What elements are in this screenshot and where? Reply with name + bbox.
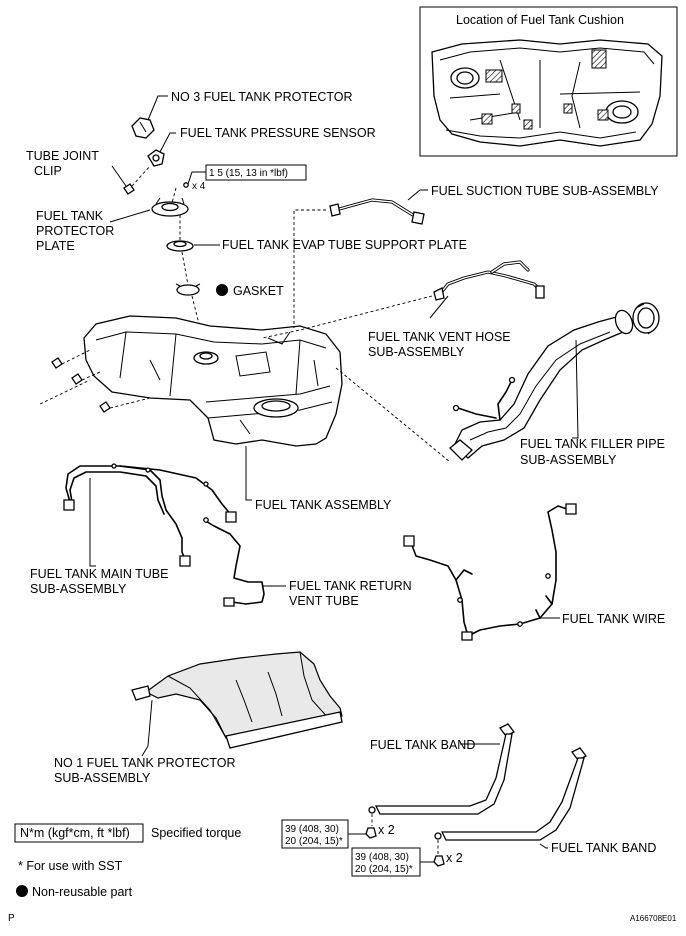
evap-tube-support-plate (166, 240, 194, 252)
leader-suction-tube (407, 189, 428, 201)
legend: N*m (kgf*cm, ft *lbf) Specified torque *… (14, 823, 241, 899)
label-main-tube-2: SUB-ASSEMBLY (30, 582, 127, 596)
torque-box-sensor: 1 5 (15, 13 in *lbf) x 4 (183, 164, 307, 192)
leader-tube-joint-clip (111, 165, 127, 187)
bolt-icon (183, 182, 189, 188)
tube-joint-clip (123, 183, 135, 195)
label-no1-protector-2: SUB-ASSEMBLY (54, 771, 151, 785)
band-bolt-icon-1 (365, 827, 377, 839)
cushion-location-inset: Location of Fuel Tank Cushion (419, 6, 678, 157)
fuel-tank-protector-plate (151, 197, 189, 217)
leader-tank-assembly (245, 446, 252, 501)
torque-band1-line1: 39 (408, 30) (285, 824, 339, 835)
legend-torque-box (14, 823, 144, 843)
torque-box-band-1: 39 (408, 30) 20 (204, 15)* x 2 (281, 819, 395, 849)
fuel-tank-band-upper (368, 723, 515, 815)
torque-sensor-qty: x 4 (192, 181, 206, 192)
label-gasket: GASKET (233, 284, 284, 298)
band-bolt-icon-2 (433, 855, 445, 867)
fuel-tank-wire-harness (403, 503, 577, 641)
legend-torque-unit: N*m (kgf*cm, ft *lbf) (20, 826, 130, 840)
cushion-mark-6 (523, 119, 533, 130)
leader-vent-hose (429, 295, 449, 319)
torque-band2-qty: x 2 (446, 851, 463, 865)
cushion-mark-2 (591, 49, 607, 69)
torque-band2-line2: 20 (204, 15)* (355, 864, 413, 875)
torque-sensor-value: 1 5 (15, 13 in *lbf) (209, 168, 288, 179)
gasket-part (175, 283, 201, 296)
leader-no1-protector (141, 699, 153, 757)
fuel-tank-pressure-sensor (147, 149, 165, 167)
fuel-filler-cap (632, 302, 660, 335)
label-protector-plate-3: PLATE (36, 239, 75, 253)
torque-band1-qty: x 2 (378, 823, 395, 837)
label-no3-protector: NO 3 FUEL TANK PROTECTOR (171, 90, 353, 104)
figure-id: A166708E01 (630, 914, 677, 923)
label-main-tube-1: FUEL TANK MAIN TUBE (30, 567, 168, 581)
label-evap-support-plate: FUEL TANK EVAP TUBE SUPPORT PLATE (222, 238, 467, 252)
legend-sst-note: * For use with SST (18, 859, 123, 873)
leader-pressure-sensor (159, 132, 176, 153)
fuel-tank-assembly (83, 315, 343, 447)
fuel-tank-main-tube (63, 463, 237, 567)
torque-box-band-2: 39 (408, 30) 20 (204, 15)* x 2 (351, 847, 463, 877)
label-suction-tube: FUEL SUCTION TUBE SUB-ASSEMBLY (431, 184, 659, 198)
label-tank-band-2: FUEL TANK BAND (551, 841, 656, 855)
legend-non-reusable: Non-reusable part (32, 885, 133, 899)
cushion-mark-5 (481, 113, 493, 125)
label-protector-plate-2: PROTECTOR (36, 224, 114, 238)
inset-title: Location of Fuel Tank Cushion (456, 13, 624, 27)
fuel-tank-filler-pipe (449, 309, 634, 461)
legend-torque-desc: Specified torque (151, 826, 241, 840)
cushion-mark-1 (485, 69, 503, 83)
label-tank-assembly: FUEL TANK ASSEMBLY (255, 498, 392, 512)
label-tank-band-1: FUEL TANK BAND (370, 738, 475, 752)
leader-no3 (147, 95, 168, 121)
torque-band1-line2: 20 (204, 15)* (285, 836, 343, 847)
inset-tank-topview (431, 39, 663, 147)
label-vent-hose-2: SUB-ASSEMBLY (368, 345, 465, 359)
label-return-vent-1: FUEL TANK RETURN (289, 579, 412, 593)
label-pressure-sensor: FUEL TANK PRESSURE SENSOR (180, 126, 376, 140)
label-tank-wire: FUEL TANK WIRE (562, 612, 665, 626)
fuel-tank-band-lower (434, 747, 587, 841)
leader-main-tube (89, 478, 96, 567)
label-vent-hose-1: FUEL TANK VENT HOSE (368, 330, 511, 344)
footer-left-code: P (8, 913, 15, 924)
label-no1-protector-1: NO 1 FUEL TANK PROTECTOR (54, 756, 236, 770)
assembly-axis-dash (171, 187, 205, 345)
cushion-mark-7 (597, 109, 609, 121)
no1-fuel-tank-protector (131, 651, 343, 749)
cushion-mark-4 (563, 103, 573, 114)
fuel-tank-return-vent-tube (203, 517, 265, 607)
label-filler-pipe-2: SUB-ASSEMBLY (520, 453, 617, 467)
cushion-mark-3 (511, 103, 521, 114)
label-protector-plate-1: FUEL TANK (36, 209, 104, 223)
torque-band2-line1: 39 (408, 30) (355, 852, 409, 863)
fuel-tank-vent-hose (433, 260, 545, 301)
leader-protector-plate (109, 209, 151, 223)
label-tube-joint-clip-2: CLIP (34, 164, 62, 178)
fuel-suction-tube (329, 198, 425, 225)
label-return-vent-2: VENT TUBE (289, 594, 359, 608)
label-tube-joint-clip-1: TUBE JOINT (26, 149, 99, 163)
label-filler-pipe-1: FUEL TANK FILLER PIPE (520, 437, 665, 451)
no3-fuel-tank-protector (131, 117, 155, 139)
leader-filler-pipe (572, 339, 579, 439)
legend-non-reusable-icon (16, 885, 28, 897)
non-reusable-mark-gasket (216, 284, 228, 296)
leader-band-2 (539, 843, 548, 849)
